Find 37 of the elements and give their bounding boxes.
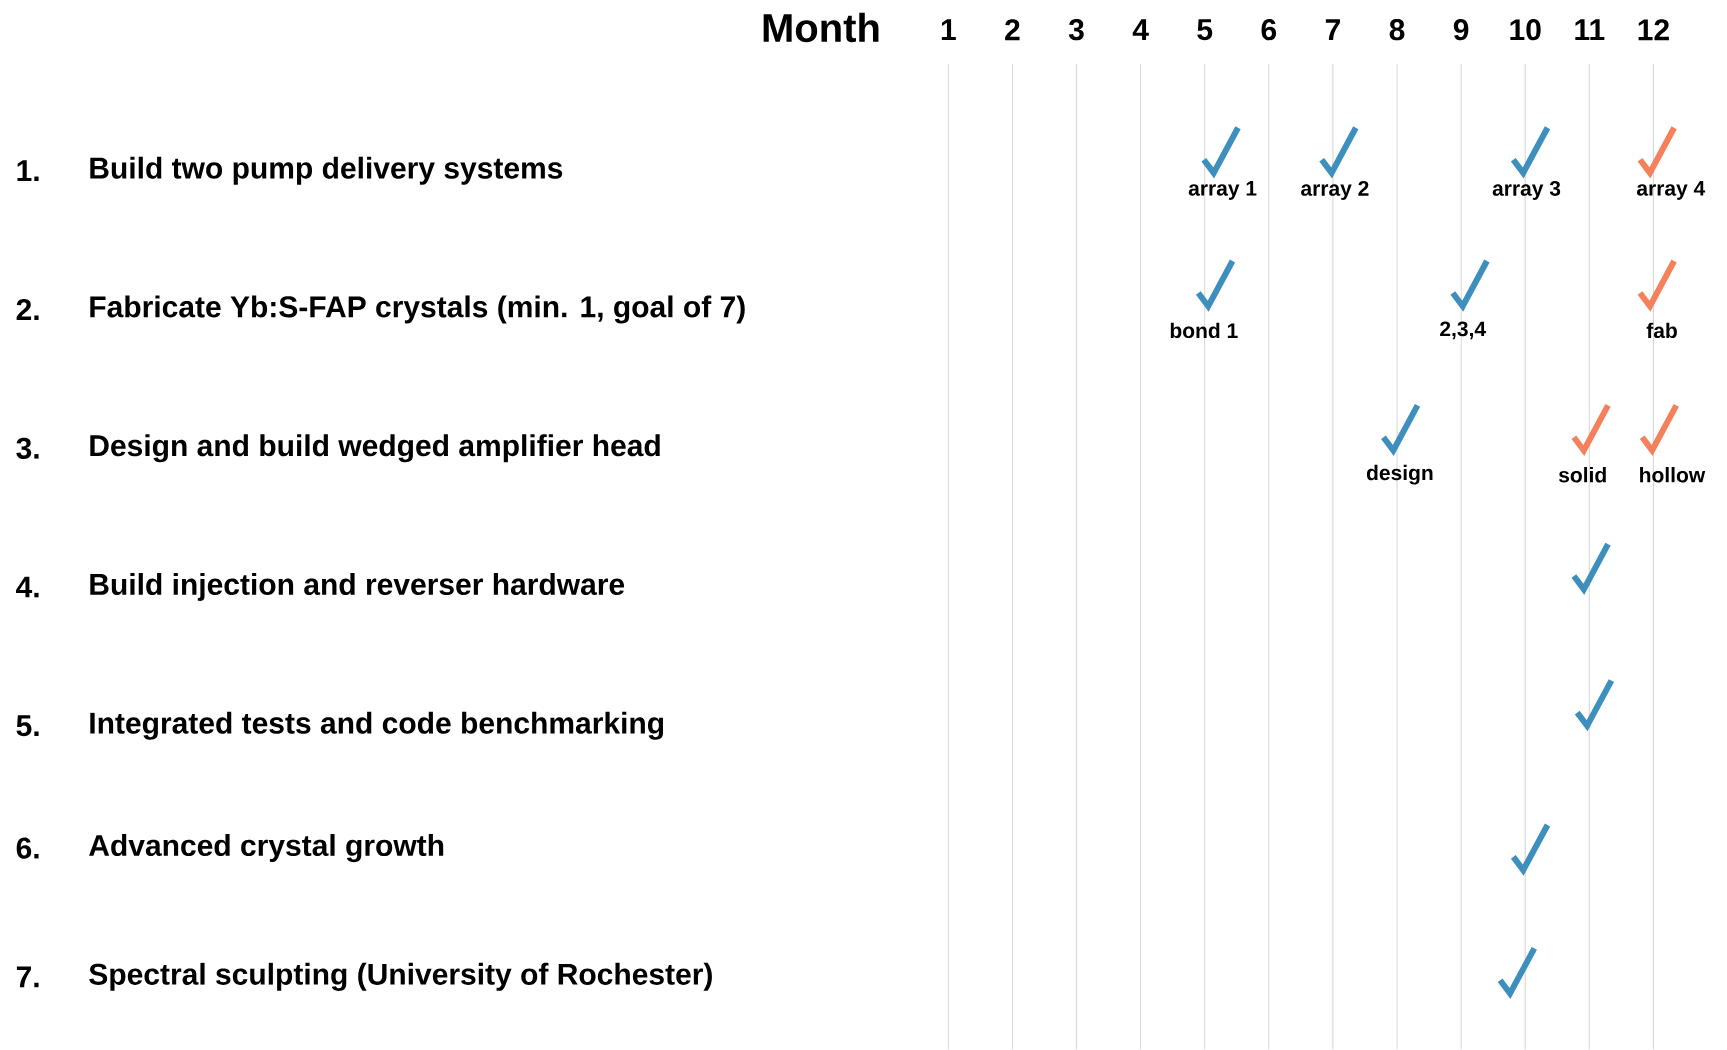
month-number: 10 — [1510, 19, 1541, 41]
item-number: 5. — [16, 715, 39, 737]
axis-title: Month — [763, 12, 879, 43]
month-number: 2 — [1005, 19, 1020, 41]
task-label: Build injection and reverser hardware — [90, 573, 625, 601]
task-label: Advanced crystal growth — [89, 834, 444, 863]
milestone-label: bond 1 — [1170, 322, 1238, 339]
milestone-label: array 3 — [1492, 181, 1561, 200]
task-label: Integrated tests and code benchmarking — [90, 711, 664, 740]
month-number: 7 — [1325, 19, 1340, 40]
month-number: 5 — [1197, 19, 1213, 41]
milestone-label: solid — [1558, 467, 1606, 483]
milestone-label: fab — [1646, 322, 1677, 339]
milestone-label: array 2 — [1301, 181, 1369, 200]
milestone-label: hollow — [1640, 467, 1706, 483]
milestone-label: 2,3,4 — [1440, 321, 1486, 340]
task-label: Build two pump delivery systems — [90, 156, 563, 185]
month-number: 11 — [1575, 19, 1605, 40]
item-number: 6. — [16, 837, 39, 859]
month-number: 9 — [1453, 19, 1469, 41]
milestone-label: design — [1366, 464, 1433, 485]
month-number: 6 — [1261, 19, 1277, 41]
item-number: 4. — [16, 576, 39, 598]
task-label: Fabricate Yb:S-FAP crystals (min. 1, goal of 7) — [90, 295, 745, 324]
month-number: 4 — [1132, 19, 1149, 40]
month-number: 8 — [1389, 19, 1405, 41]
item-number: 7. — [16, 966, 39, 988]
milestone-label: array 1 — [1188, 181, 1257, 200]
item-number: 3. — [16, 437, 39, 459]
month-number: 1 — [941, 19, 956, 40]
month-number: 12 — [1638, 19, 1669, 41]
milestone-label: array 4 — [1637, 181, 1706, 200]
task-label: Spectral sculpting (University of Rochester) — [89, 962, 712, 991]
item-number: 1. — [17, 160, 39, 181]
task-label: Design and build wedged amplifier head — [90, 434, 660, 463]
item-number: 2. — [16, 299, 39, 320]
month-number: 3 — [1068, 19, 1084, 41]
